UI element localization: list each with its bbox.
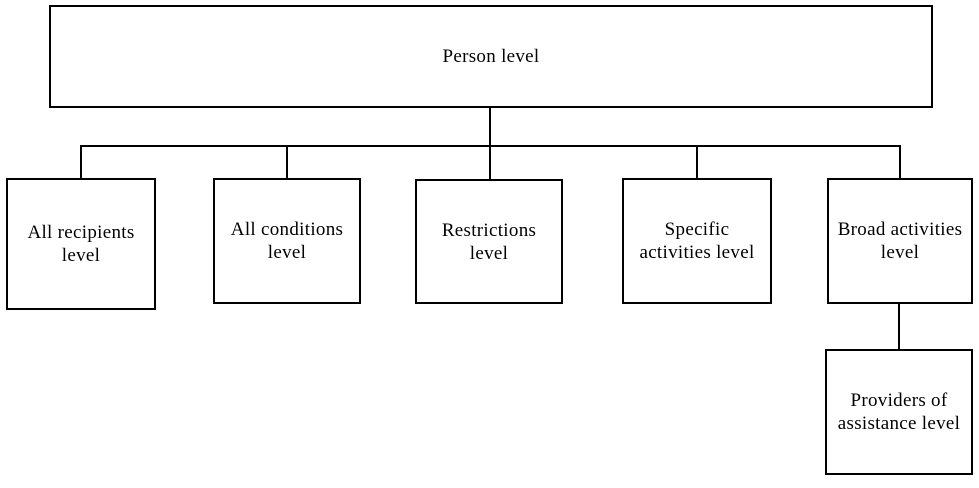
connector-drop-broad-activities (899, 145, 901, 178)
node-person-level: Person level (49, 5, 933, 108)
node-all-recipients-level: All recipients level (6, 178, 156, 310)
connector-horizontal-rail (80, 145, 901, 147)
node-specific-activities-level: Specific activities level (622, 178, 772, 304)
connector-broad-to-providers (898, 303, 900, 349)
node-all-recipients-level-label: All recipients level (27, 222, 135, 266)
node-all-conditions-level-label: All conditions level (230, 219, 344, 263)
node-providers-of-assistance-level-label: Providers of assistance level (837, 390, 961, 434)
node-providers-of-assistance-level: Providers of assistance level (825, 349, 973, 475)
node-specific-activities-level-label: Specific activities level (639, 219, 755, 263)
node-restrictions-level-label: Restrictions level (441, 219, 537, 264)
node-person-level-label: Person level (442, 46, 540, 67)
connector-drop-all-recipients (80, 145, 82, 178)
node-restrictions-level: Restrictions level (415, 179, 563, 304)
connector-drop-all-conditions (286, 145, 288, 178)
node-all-conditions-level: All conditions level (213, 178, 361, 304)
node-broad-activities-level: Broad activities level (827, 178, 973, 304)
node-broad-activities-level-label: Broad activities level (837, 219, 963, 263)
connector-drop-specific-activities (696, 145, 698, 178)
connector-root-drop (489, 107, 491, 179)
